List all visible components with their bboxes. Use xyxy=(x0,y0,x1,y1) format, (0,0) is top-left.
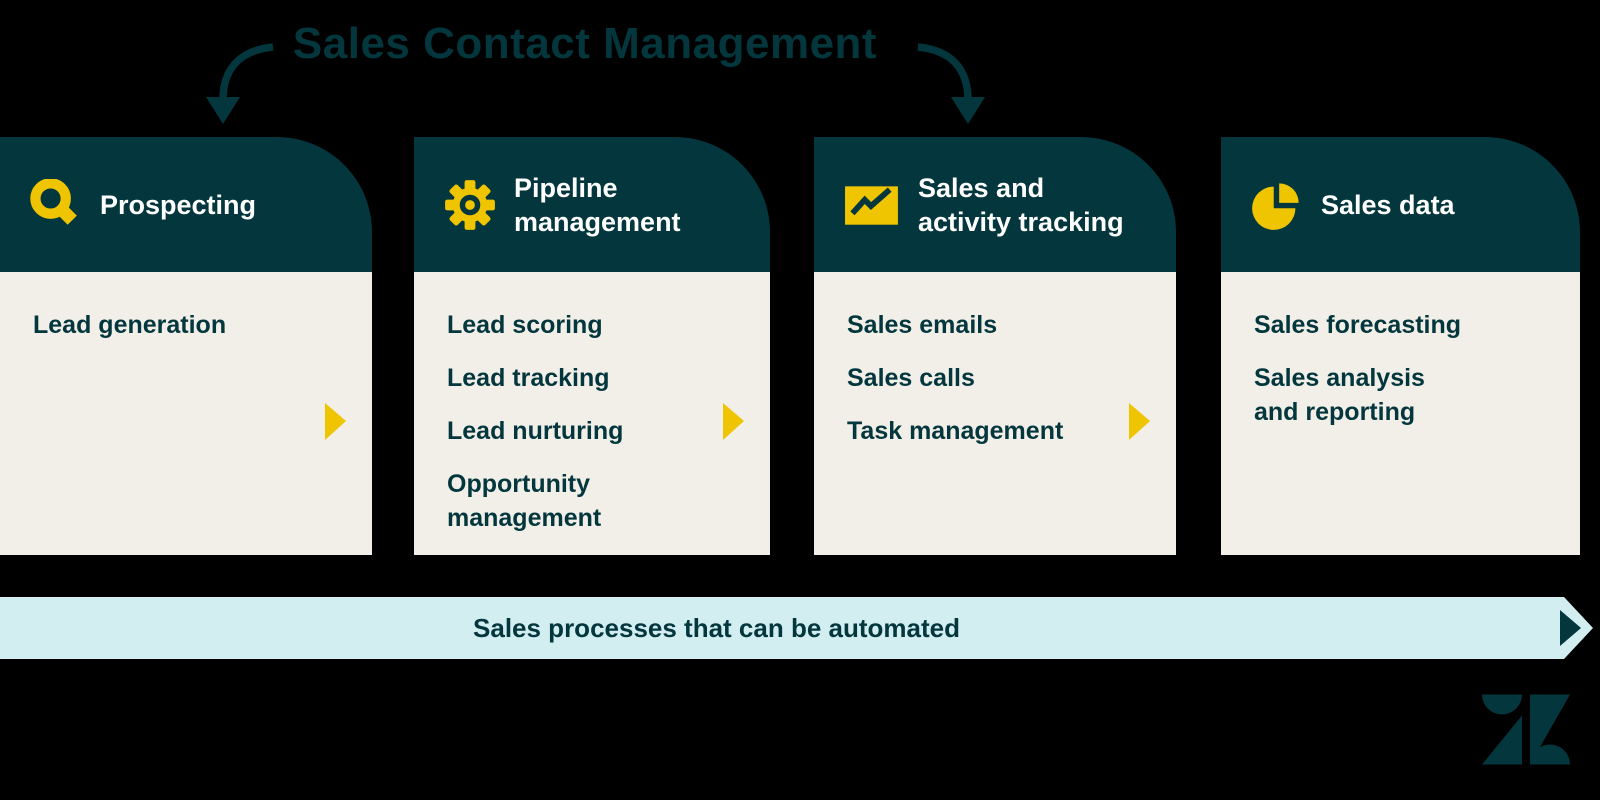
card-header: Prospecting xyxy=(0,137,372,272)
card-icon xyxy=(30,178,82,231)
card-icon xyxy=(444,179,496,231)
left-arrowhead-icon xyxy=(206,97,240,124)
cards-row: Prospecting Lead generation xyxy=(0,137,1600,555)
card-title: Sales data xyxy=(1321,189,1455,220)
card-title: Pipeline management xyxy=(514,172,681,237)
pie-chart-icon xyxy=(1252,182,1299,230)
card-icon xyxy=(844,180,900,230)
magnifier-icon xyxy=(30,178,77,225)
page-title: Sales Contact Management xyxy=(292,19,878,68)
card-item: Lead scoring xyxy=(447,311,603,339)
card-title: Sales and activity tracking xyxy=(918,172,1124,237)
card-header: Sales and activity tracking xyxy=(814,137,1176,272)
automation-banner-label: Sales processes that can be automated xyxy=(473,612,960,643)
gear-icon xyxy=(445,179,495,230)
next-step-arrow-icon xyxy=(723,403,744,440)
card-header: Pipeline management xyxy=(414,137,770,272)
card-item: Sales calls xyxy=(847,364,975,392)
card-item: Sales analysis and reporting xyxy=(1254,364,1425,426)
card-item: Lead tracking xyxy=(447,364,610,392)
card-item: Sales emails xyxy=(847,311,998,339)
automation-banner: Sales processes that can be automated xyxy=(0,597,1593,659)
right-arrowhead-icon xyxy=(951,97,985,124)
card-item: Lead generation xyxy=(33,311,227,339)
card-item: Task management xyxy=(847,417,1064,445)
card-body: Lead generation xyxy=(0,272,372,555)
card-icon xyxy=(1251,179,1303,231)
card-title: Prospecting xyxy=(100,189,257,220)
arrowheads xyxy=(206,97,985,124)
next-step-arrow-icon xyxy=(325,403,346,440)
next-step-arrow-icon xyxy=(1129,403,1150,440)
right-curved-arrow xyxy=(917,43,972,101)
card-item: Sales forecasting xyxy=(1254,311,1462,339)
trend-chart-icon xyxy=(845,185,898,225)
card-sales-activity-tracking: Sales and activity tracking Sales emails… xyxy=(814,137,1176,555)
card-item: Lead nurturing xyxy=(447,417,624,445)
card-prospecting: Prospecting Lead generation xyxy=(0,137,372,555)
left-curved-arrow xyxy=(219,43,274,101)
banner-arrow-icon xyxy=(1560,610,1581,646)
card-item: Opportunity management xyxy=(447,470,602,532)
card-item-list: Lead generation xyxy=(33,308,317,342)
curved-arrow-lines xyxy=(219,43,972,101)
title-pointer-arrows xyxy=(206,43,985,124)
card-header: Sales data xyxy=(1221,137,1580,272)
zendesk-logo xyxy=(1482,694,1570,765)
